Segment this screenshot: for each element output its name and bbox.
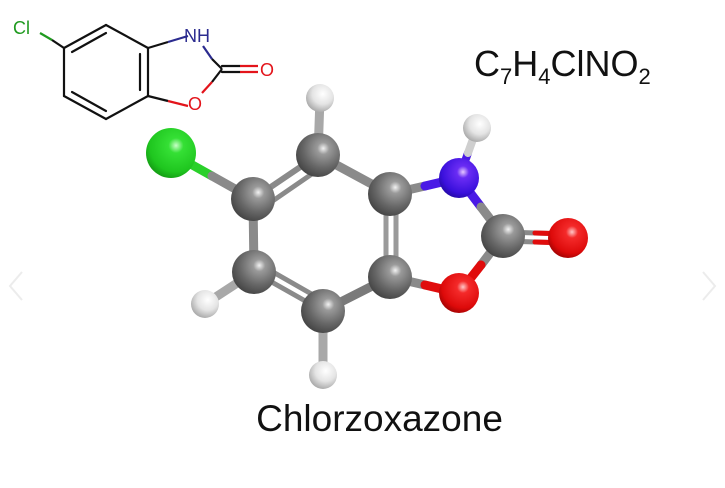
carbon-atom <box>368 255 412 299</box>
chlorine-label: Cl <box>13 18 30 38</box>
atoms <box>146 84 588 389</box>
chlorine-atom <box>146 128 196 178</box>
carbon-atom <box>368 172 412 216</box>
compound-name: Chlorzoxazone <box>256 398 503 439</box>
carbonyl-oxygen-label: O <box>260 60 274 80</box>
carbon-atom <box>301 289 345 333</box>
hydrogen-atom <box>309 361 337 389</box>
carbon-atom <box>232 250 276 294</box>
nh-label: NH <box>184 26 210 46</box>
nitrogen-atom <box>439 158 479 198</box>
skeletal-structure-2d: Cl NH O O <box>13 18 274 121</box>
previous-button[interactable] <box>4 264 26 308</box>
carbon-atom <box>231 177 275 221</box>
hydrogen-atom <box>191 290 219 318</box>
hydrogen-atom <box>306 84 334 112</box>
hydrogen-atom <box>463 114 491 142</box>
chevron-right-icon <box>702 271 717 301</box>
ring-oxygen-label: O <box>188 94 202 114</box>
oxygen-atom <box>439 273 479 313</box>
oxygen-atom <box>548 218 588 258</box>
carbon-atom <box>296 133 340 177</box>
carbon-atom <box>481 214 525 258</box>
molecular-formula: C7H4ClNO2 <box>474 43 651 89</box>
next-button[interactable] <box>699 264 721 308</box>
chevron-left-icon <box>8 271 23 301</box>
